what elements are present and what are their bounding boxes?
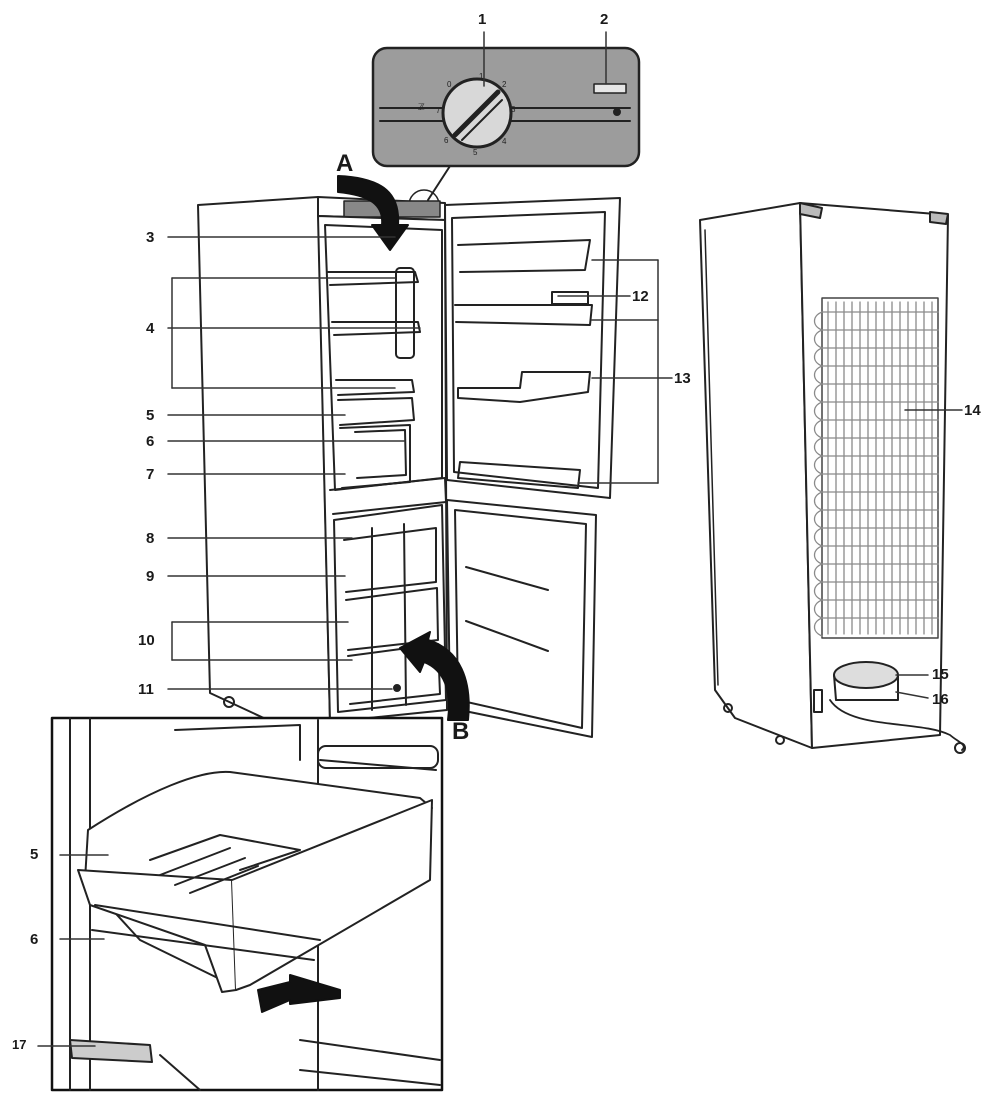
refrigerator-rear [699, 202, 966, 754]
slide-arrow [257, 974, 341, 1013]
callout-9: 9 [146, 568, 155, 585]
callout-17: 17 [12, 1037, 27, 1052]
callout-14: 14 [964, 402, 981, 419]
condenser-bend [813, 581, 823, 601]
dial-mark-3: 3 [511, 105, 516, 114]
condenser-bend [813, 437, 823, 457]
arrow-a-label: A [336, 150, 354, 177]
callout-5: 5 [146, 407, 155, 424]
condenser-bend [813, 617, 823, 637]
control-panel-closeup: ℤ [371, 46, 641, 221]
callout-13: 13 [674, 370, 691, 387]
callout-11: 11 [138, 681, 154, 698]
dial-mark-7: 7 [436, 106, 441, 115]
callout-1: 1 [478, 11, 487, 28]
dial-mark-0: 0 [447, 80, 452, 89]
callout-4: 4 [146, 320, 155, 337]
callout-16: 16 [932, 691, 949, 708]
callout-7: 7 [146, 466, 155, 483]
callout-2: 2 [600, 11, 609, 28]
indicator-light [593, 83, 627, 94]
condenser-bend [813, 419, 823, 439]
condenser-bend [813, 599, 823, 619]
condenser-bend [813, 545, 823, 565]
arrow-b [399, 631, 470, 721]
arrow-b-label: B [452, 718, 470, 745]
condenser-bend [813, 329, 823, 349]
condenser-bend [813, 311, 823, 331]
condenser-bend [813, 365, 823, 385]
dial-mark-2: 2 [502, 80, 507, 89]
leader-lines [37, 31, 963, 1047]
condenser-bend [813, 473, 823, 493]
dial-mark-6: 6 [444, 136, 449, 145]
dial-mark-5: 5 [473, 148, 478, 157]
condenser-bend [813, 347, 823, 367]
callout-8: 8 [146, 530, 155, 547]
inset-callout-6: 6 [30, 931, 39, 948]
condenser-bend [813, 509, 823, 529]
condenser-bend [813, 563, 823, 583]
callout-12: 12 [632, 288, 649, 305]
crisper-drawer-inset [50, 716, 444, 1092]
callout-15: 15 [932, 666, 949, 683]
dial-mark-1: 1 [479, 72, 484, 81]
inset-callout-5: 5 [30, 846, 39, 863]
condenser-bend [813, 491, 823, 511]
arrow-a [337, 175, 409, 251]
condenser-bend [813, 383, 823, 403]
dial-mark-4: 4 [502, 137, 507, 146]
callout-10: 10 [138, 632, 155, 649]
condenser-bend [813, 527, 823, 547]
callout-6: 6 [146, 433, 155, 450]
condenser-bend [813, 401, 823, 421]
svg-text:ℤ: ℤ [418, 102, 425, 112]
callout-3: 3 [146, 229, 155, 246]
condenser-bend [813, 455, 823, 475]
